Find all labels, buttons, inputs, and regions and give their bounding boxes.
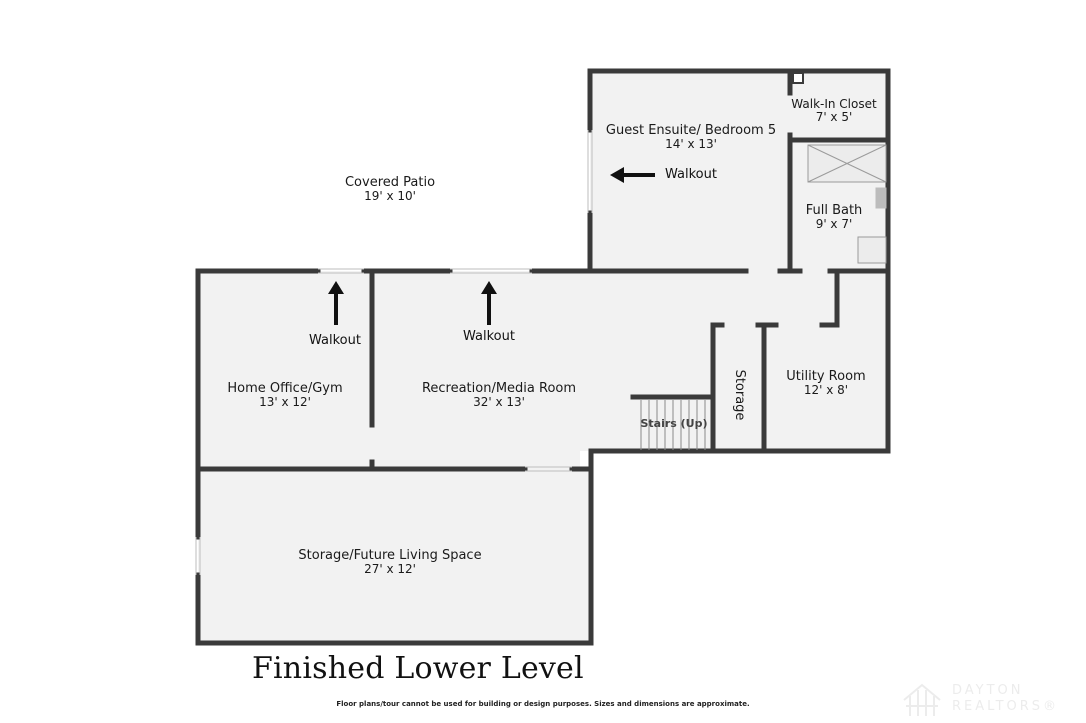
guest-ensuite-dims: 14' x 13' [665,137,717,151]
utility-floor [764,271,888,451]
bath-fixtures [792,72,887,264]
home-office-dims: 13' x 12' [259,395,311,409]
full-bath-dims: 9' x 7' [816,217,853,231]
realtor-watermark: DAYTON REALTORS® [900,680,1070,720]
walk-in-closet-name: Walk-In Closet [791,97,877,111]
stairs-label: Stairs (Up) [640,417,707,430]
utility-name: Utility Room [786,369,865,384]
covered-patio-name: Covered Patio [345,175,435,190]
closet-vent-fixture [792,72,804,84]
home-office-floor [198,271,372,469]
guest-walkout-arrow-icon [610,167,655,183]
recreation-name: Recreation/Media Room [422,381,576,396]
storage-future-dims: 27' x 12' [364,562,416,576]
storage-future-name: Storage/Future Living Space [298,548,481,563]
toilet-fixture [875,187,887,209]
recreation-walkout-arrow-icon [481,281,497,325]
office-walkout-label: Walkout [309,333,361,348]
guest-walkout-label: Walkout [665,167,717,182]
watermark-line-2: REALTORS® [952,699,1060,714]
watermark-line-1: DAYTON [952,683,1024,698]
office-walkout-arrow-icon [328,281,344,325]
utility-dims: 12' x 8' [804,383,848,397]
home-office-name: Home Office/Gym [227,381,342,396]
stairs-treads [640,400,706,450]
walk-in-closet-floor [790,71,888,140]
plan-title: Finished Lower Level [252,651,584,686]
recreation-dims: 32' x 13' [473,395,525,409]
disclaimer-text: Floor plans/tour cannot be used for buil… [336,700,750,708]
recreation-walkout-label: Walkout [463,329,515,344]
storage-future-floor [198,469,591,643]
openings [195,130,593,575]
walkout-arrows [328,167,655,325]
full-bath-name: Full Bath [806,203,863,218]
walk-in-closet-dims: 7' x 5' [816,110,853,124]
room-labels: Covered Patio 19' x 10' Guest Ensuite/ B… [227,97,877,576]
storage-small-floor [713,325,764,451]
house-logo-icon [903,683,941,716]
vanity-fixture [857,236,887,264]
guest-ensuite-name: Guest Ensuite/ Bedroom 5 [606,123,776,138]
storage-small-name: Storage [732,370,747,421]
covered-patio-dims: 19' x 10' [364,189,416,203]
walls [195,68,891,646]
